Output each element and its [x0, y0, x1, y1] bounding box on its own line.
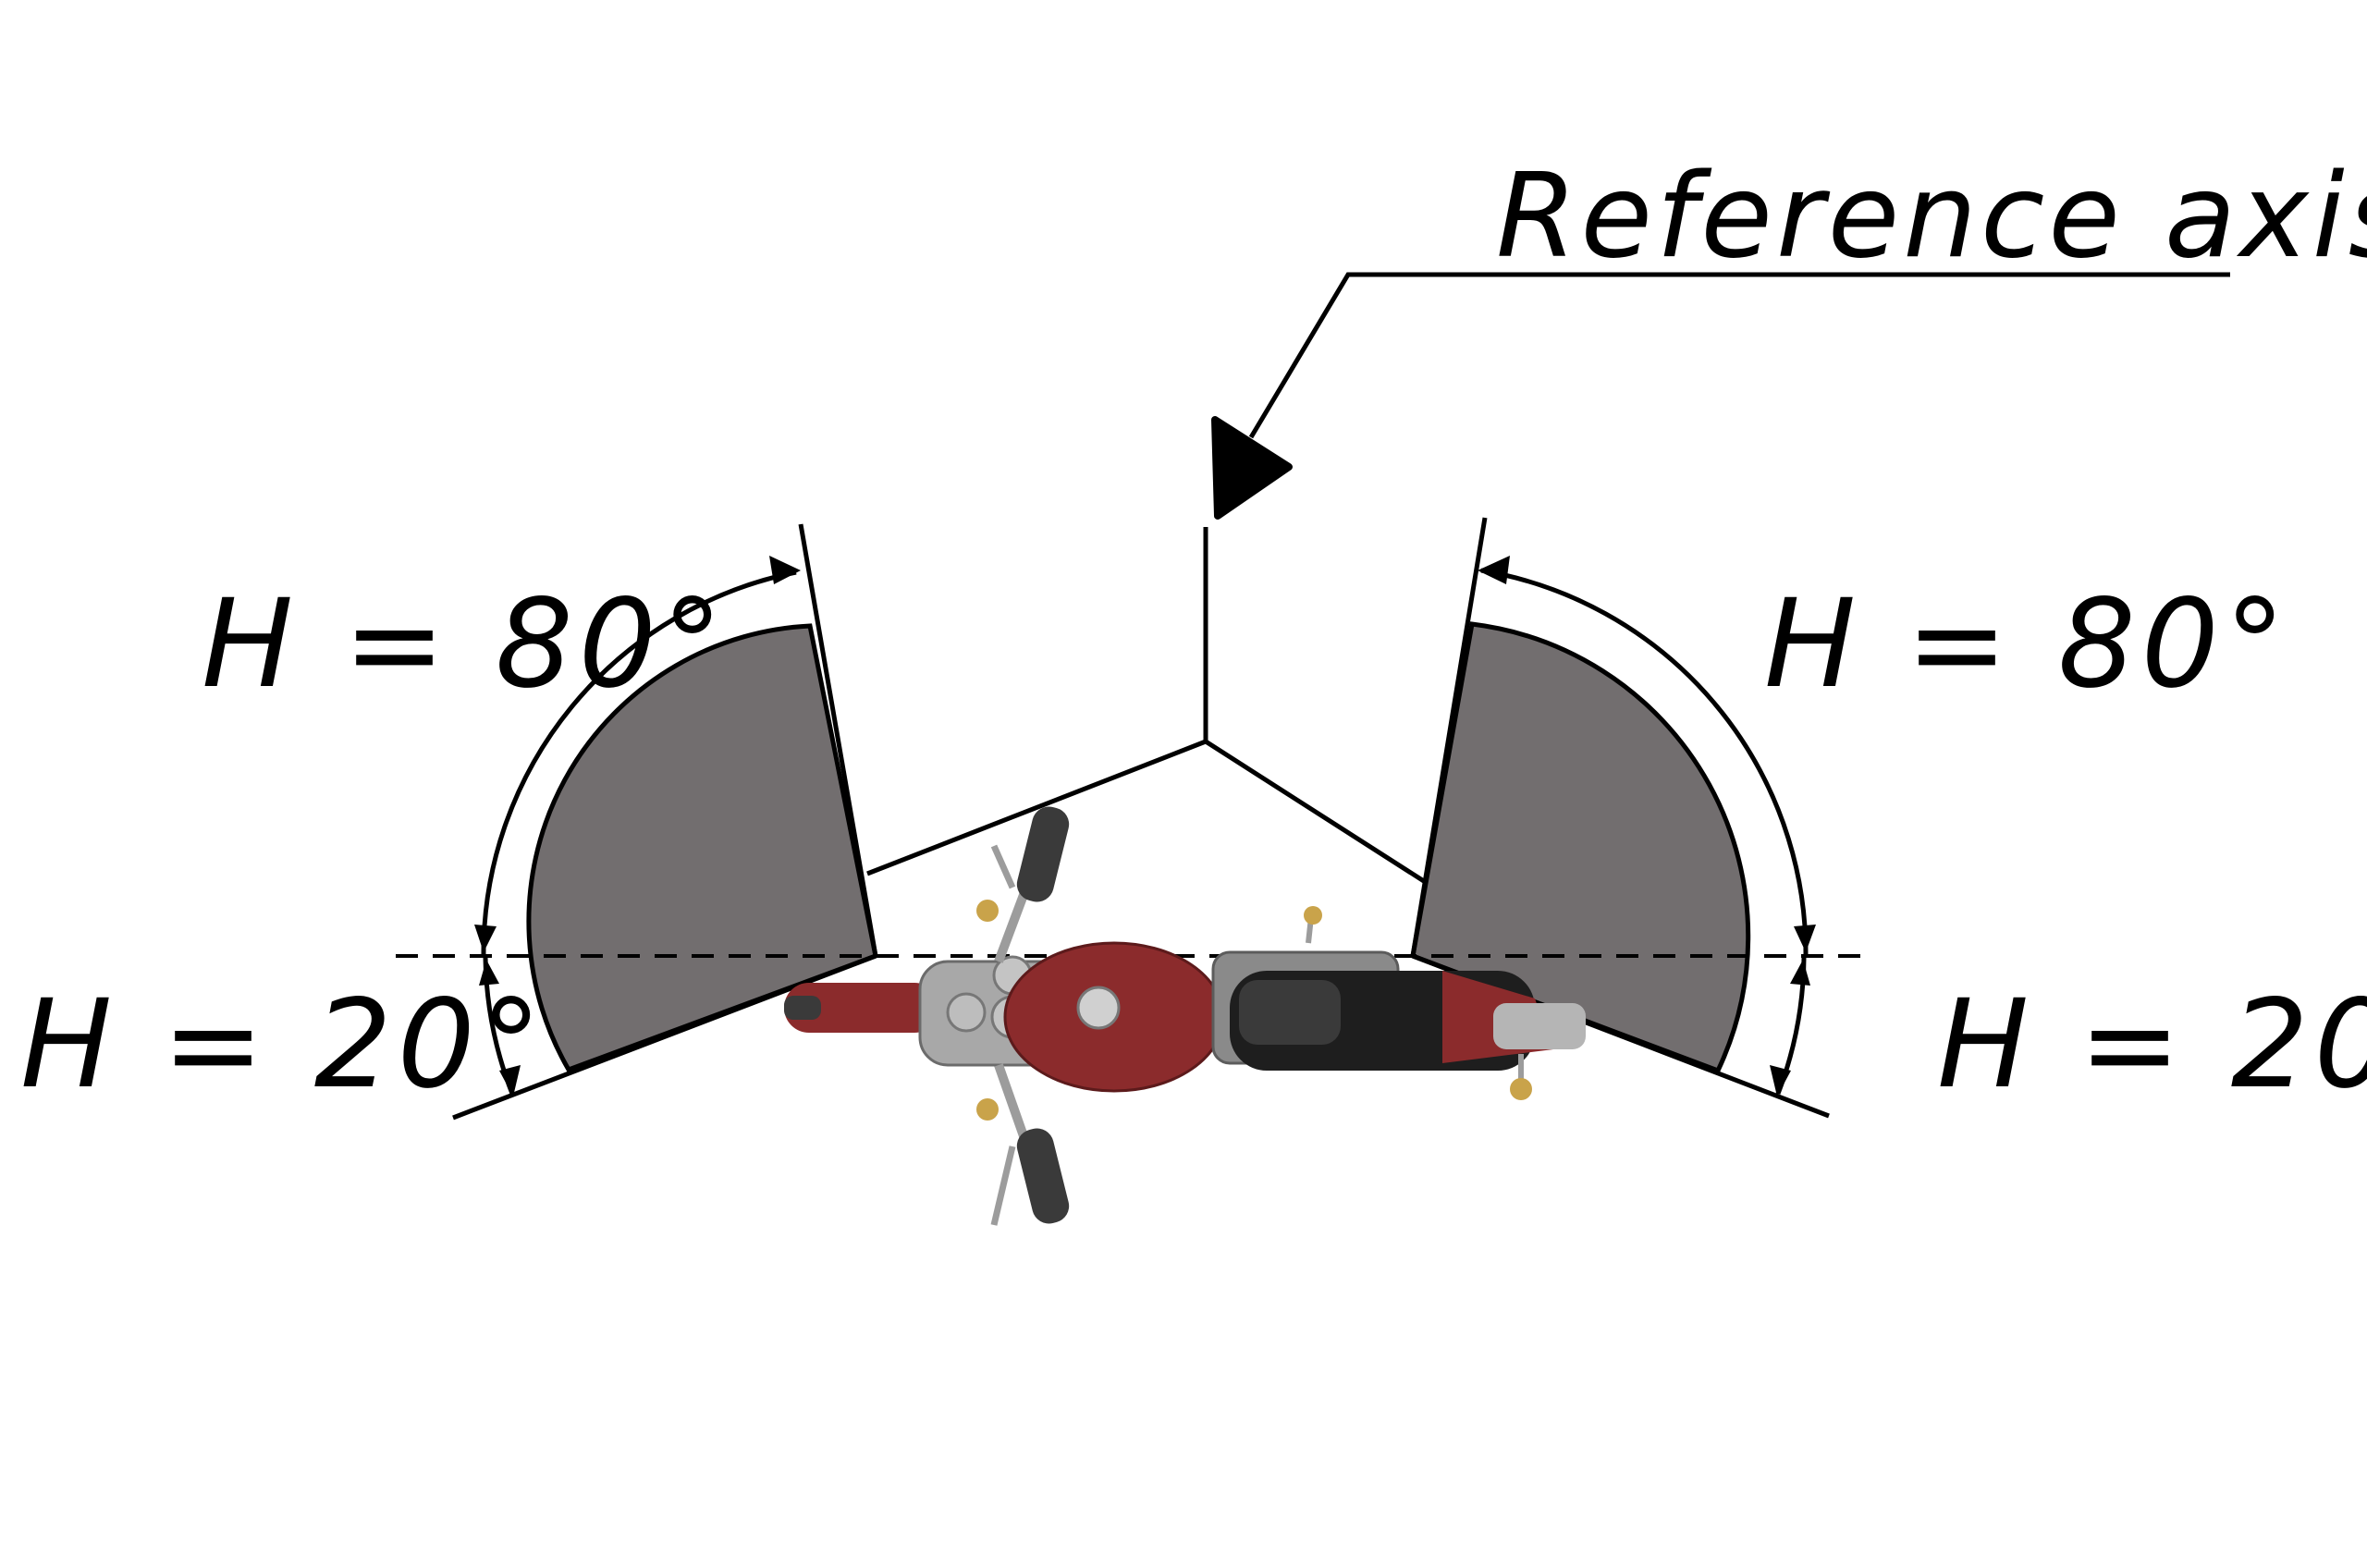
left-upper-angle-label: H = 80° — [202, 573, 729, 716]
reference-axis-right-branch — [1204, 739, 1429, 886]
right-80-arrowhead-bottom — [1794, 925, 1816, 952]
left-lower-boundary-line — [452, 953, 877, 1121]
left-80-arrowhead-top — [769, 556, 801, 584]
right-20-arrowhead-bottom — [1770, 1065, 1791, 1096]
right-80-degree-arc — [1480, 568, 1809, 955]
left-80-arrowhead-bottom — [474, 925, 497, 952]
left-20-arrowhead-top — [479, 960, 499, 986]
left-20-arrowhead-bottom — [499, 1065, 521, 1096]
right-80-arrowhead-top — [1478, 556, 1510, 584]
left-lower-angle-label: H = 20° — [20, 974, 547, 1116]
reference-axis-arrow-icon — [1211, 416, 1293, 520]
reference-axis-label: Reference axis — [1496, 148, 2367, 284]
left-80-degree-arc — [481, 570, 797, 955]
reference-axis-left-branch — [866, 739, 1207, 876]
left-upper-boundary-line — [798, 523, 878, 957]
right-20-arrowhead-top — [1790, 960, 1810, 986]
right-upper-angle-label: H = 80° — [1764, 573, 2291, 716]
reference-axis-leader-line — [1248, 272, 2230, 439]
right-visibility-sector — [1410, 621, 1751, 1074]
motorcycle-top-view — [784, 806, 1586, 1226]
left-visibility-sector — [526, 623, 878, 1073]
right-lower-angle-label: H = 20° — [1937, 974, 2367, 1116]
